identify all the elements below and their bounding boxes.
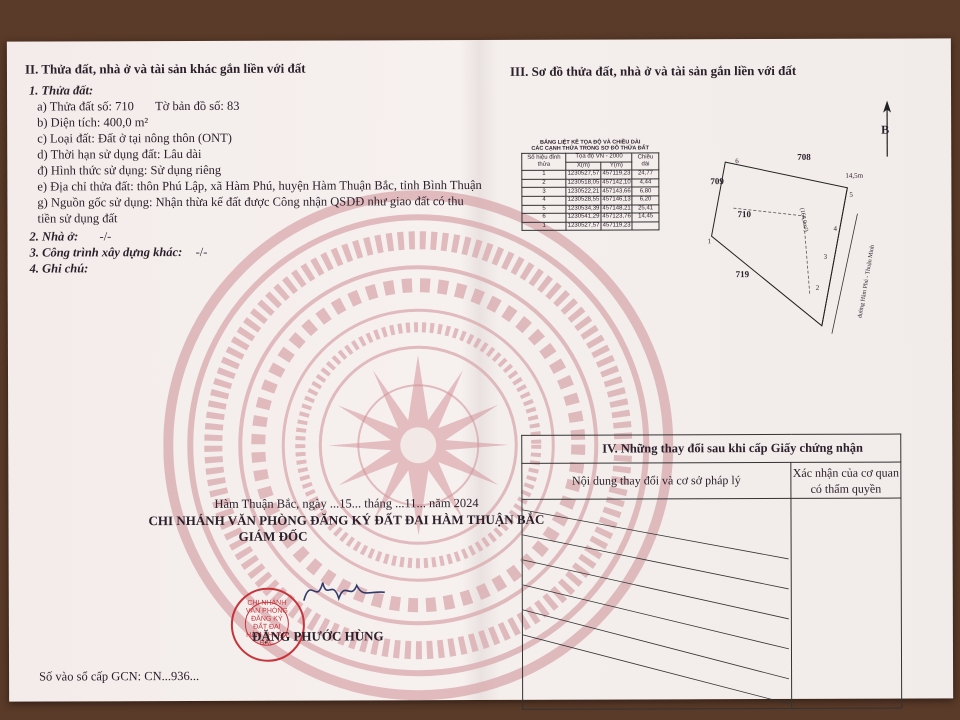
th-coord: Tọa độ VN - 2000 xyxy=(565,152,633,162)
item2-value: -/- xyxy=(99,229,112,244)
origin-line-1: g) Nguồn gốc sử dụng: Nhận thừa kế đất đ… xyxy=(37,194,464,210)
north-arrow-icon xyxy=(883,100,892,157)
coords-title-2: CÁC CẠNH THỬA TRONG SƠ ĐỒ THỬA ĐẤT xyxy=(531,145,650,152)
vertex-1: 1 xyxy=(707,237,712,246)
issue-date: Hàm Thuận Bắc, ngày ...15... tháng ...11… xyxy=(214,496,479,511)
parcel-label: 710 xyxy=(737,209,751,220)
land-type: c) Loại đất: Đất ở tại nông thôn (ONT) xyxy=(37,130,232,146)
section-2-title: II. Thửa đất, nhà ở và tài sản khác gắn … xyxy=(24,60,306,77)
section-3-title: III. Sơ đồ thửa đất, nhà ở và tài sản gắ… xyxy=(509,62,797,79)
cell-length: 14,45 xyxy=(632,213,659,222)
neighbor-719: 719 xyxy=(735,269,750,280)
cell-x: 1230527,57 xyxy=(566,170,601,179)
section-4-title: IV. Những thay đổi sau khi cấp Giấy chứn… xyxy=(521,434,901,464)
th-y: Y(m) xyxy=(600,161,633,171)
cell-y: 457143,66 xyxy=(600,187,633,197)
item4-title: 4. Ghi chú: xyxy=(29,261,89,276)
vertex-6: 6 xyxy=(735,157,739,166)
cell-y: 457119,23 xyxy=(600,221,633,231)
cell-length: 24,77 xyxy=(632,170,659,179)
term: d) Thời hạn sử dụng đất: Lâu dài xyxy=(37,146,202,162)
address: e) Địa chỉ thửa đất: thôn Phú Lập, xã Hà… xyxy=(37,177,482,194)
cell-x: 1230518,05 xyxy=(566,178,601,188)
cell-y: 457119,23 xyxy=(600,170,633,179)
cell-point: 2 xyxy=(521,178,567,188)
th-point: Số hiệu đỉnh thửa xyxy=(521,153,567,171)
change-content-cell xyxy=(521,498,792,710)
official-seal: CHI NHÁNH VĂN PHÒNG ĐĂNG KÝ ĐẤT ĐAI HÀM … xyxy=(230,587,306,662)
cell-point: 6 xyxy=(521,213,567,223)
cell-point: 5 xyxy=(521,204,567,214)
seal-line-1: CHI NHÁNH xyxy=(247,599,287,607)
director-title: GIÁM ĐỐC xyxy=(238,528,308,544)
cell-length: 6,20 xyxy=(632,195,659,205)
cell-point: 3 xyxy=(521,187,567,197)
col-confirmation-line1: Xác nhận của cơ quan xyxy=(792,465,900,480)
origin-line-2: tiền sử dụng đất xyxy=(37,211,118,226)
item2-title: 2. Nhà ở: xyxy=(29,229,79,244)
registry-number: Số vào sổ cấp GCN: CN...936... xyxy=(39,668,200,684)
cell-x: 1230534,39 xyxy=(566,204,601,214)
th-length: Chiều dài xyxy=(632,152,659,171)
certificate-paper: II. Thửa đất, nhà ở và tài sản khác gắn … xyxy=(6,38,954,710)
cell-length: 25,41 xyxy=(632,204,659,214)
map-sheet: Tờ bản đồ số: 83 xyxy=(155,98,240,114)
seal-line-2: VĂN PHÒNG xyxy=(245,607,288,615)
neighbor-709: 709 xyxy=(710,176,724,187)
coords-table-title: BẢNG LIỆT KÊ TỌA ĐỘ VÀ CHIỀU DÀI CÁC CẠN… xyxy=(521,139,659,151)
neighbor-708: 708 xyxy=(797,151,811,162)
area: b) Diện tích: 400,0 m² xyxy=(37,115,149,130)
item1-title: 1. Thửa đất: xyxy=(28,83,94,98)
cell-length: 6,80 xyxy=(632,187,659,196)
vertex-2: 2 xyxy=(815,283,820,292)
cell-x: 1230528,55 xyxy=(566,196,601,205)
vertex-5: 5 xyxy=(849,190,853,199)
cell-y: 457123,76 xyxy=(600,213,633,222)
cell-y: 457148,21 xyxy=(600,204,633,214)
cell-length xyxy=(632,221,660,231)
cell-y: 457142,10 xyxy=(600,178,633,188)
cell-x: 1230527,57 xyxy=(566,221,601,231)
usage-form: đ) Hình thức sử dụng: Sử dụng riêng xyxy=(37,162,222,178)
parcel-sketch xyxy=(710,161,858,334)
cell-x: 1230541,29 xyxy=(566,213,601,222)
coordinates-table: Số hiệu đỉnh thửa Tọa độ VN - 2000 Chiều… xyxy=(521,152,660,231)
item3-value: -/- xyxy=(195,244,208,259)
parcel-number: a) Thửa đất số: 710 xyxy=(37,99,134,114)
th-x: X(m) xyxy=(566,161,601,171)
cell-length: 4,44 xyxy=(632,178,659,188)
cell-y: 457146,13 xyxy=(600,195,633,205)
cell-point: 1 xyxy=(521,170,567,180)
col-confirmation-line2: có thẩm quyền xyxy=(810,481,882,496)
col-confirmation: Xác nhận của cơ quan có thẩm quyền xyxy=(790,462,901,499)
confirmation-cell xyxy=(790,498,902,709)
cell-point: 1 xyxy=(521,221,567,231)
changes-table: IV. Những thay đổi sau khi cấp Giấy chứn… xyxy=(521,434,902,710)
vertex-4: 4 xyxy=(833,224,838,233)
signer-name: ĐẶNG PHƯỚC HÙNG xyxy=(251,628,384,644)
issuing-office: CHI NHÁNH VĂN PHÒNG ĐĂNG KÝ ĐẤT ĐAI HÀM … xyxy=(148,511,545,529)
dimension-label: 14,5m xyxy=(845,171,864,180)
cell-point: 4 xyxy=(521,196,567,205)
col-change-content: Nội dung thay đổi và cơ sở pháp lý xyxy=(521,462,791,500)
vertex-3: 3 xyxy=(823,252,828,261)
cross-out-lines xyxy=(522,509,790,705)
item3-title: 3. Công trình xây dựng khác: xyxy=(29,245,183,260)
cell-x: 1230522,21 xyxy=(566,187,601,197)
handwritten-signature xyxy=(303,582,385,602)
north-label: B xyxy=(881,122,890,137)
